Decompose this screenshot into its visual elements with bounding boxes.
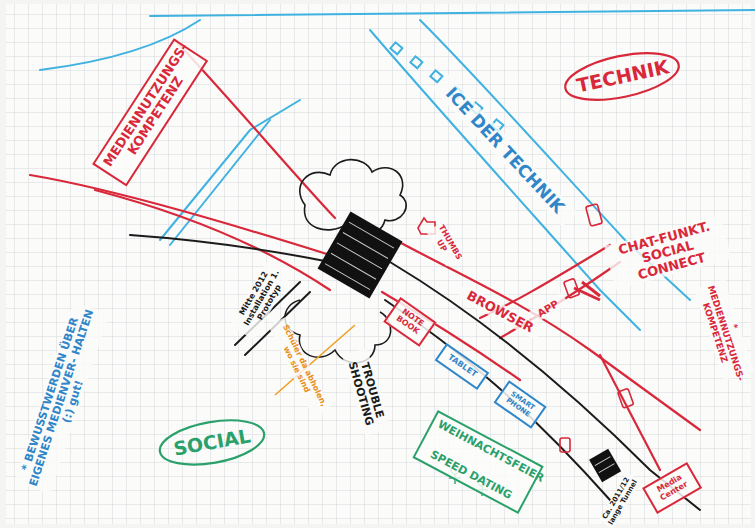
- node-title: TECHNIK: [575, 56, 669, 96]
